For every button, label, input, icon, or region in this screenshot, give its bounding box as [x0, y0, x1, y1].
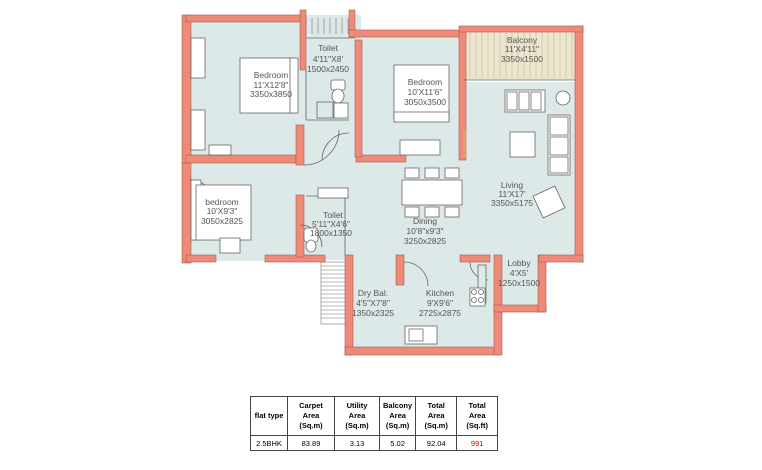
room-metric: 1250x1500: [498, 278, 540, 288]
room-dims: 10'8"x9'3": [406, 226, 443, 236]
room-dims: 10'X9'3": [207, 206, 238, 216]
table-cell: 83.89: [287, 435, 335, 451]
room-metric: 3350x3850: [250, 89, 292, 99]
room-name: Living: [501, 180, 523, 190]
room-metric: 3250x2825: [404, 236, 446, 246]
room-name: Kitchen: [426, 288, 455, 298]
table-row: 2.5BHK 83.89 3.13 5.02 92.04 991: [250, 435, 499, 451]
table-cell: 3.13: [334, 435, 380, 451]
room-name: Lobby: [507, 258, 531, 268]
room-dims: 5'11"X4'6": [312, 219, 350, 229]
room-metric: 3050x2825: [201, 216, 243, 226]
dining-table-icon: [401, 179, 463, 206]
room-name: Toilet: [318, 43, 338, 53]
room-metric: 3350x5175: [491, 198, 533, 208]
armchair-icon: [532, 185, 566, 219]
room-metric: 1500x2450: [307, 64, 349, 74]
table-cell: 2.5BHK: [250, 435, 288, 451]
room-metric: 3050x3500: [404, 97, 446, 107]
room-name: Dining: [413, 216, 437, 226]
table-cell: 5.02: [378, 435, 417, 451]
walls: [181, 9, 584, 356]
room-dims: 11'X17': [498, 189, 526, 199]
toilet-icon: [330, 79, 346, 91]
column-header: Total Area (Sq.m): [415, 396, 458, 436]
room-name: bedroom: [205, 197, 239, 207]
room-dims: 4'X5': [510, 268, 529, 278]
balcony-hatch: [469, 30, 573, 78]
column-header: Balcony Area (Sq.m): [378, 396, 417, 436]
table-header-row: flat type Carpet Area (Sq.m) Utility Are…: [250, 396, 499, 436]
floor-plan: Bedroom 11'X12'8" 3350x3850 Toilet 4'11"…: [181, 9, 584, 356]
room-dims: 4'5"X7'8": [356, 298, 390, 308]
bed-icon: [239, 57, 296, 114]
table-cell-highlight: 991: [456, 435, 499, 451]
room-metric: 3350x1500: [501, 54, 543, 64]
column-header: Carpet Area (Sq.m): [287, 396, 335, 436]
stair-hatch: [305, 18, 349, 325]
column-header: Utility Area (Sq.m): [334, 396, 380, 436]
area-table: flat type Carpet Area (Sq.m) Utility Are…: [250, 396, 499, 451]
room-name: Bedroom: [254, 70, 289, 80]
room-dims: 11'X4'11": [505, 44, 539, 54]
column-header: Total Area (Sq.ft): [456, 396, 499, 436]
room-dims: 10'X11'6": [408, 87, 443, 97]
room-metric: 2725x2875: [419, 308, 461, 318]
bed-icon: [393, 64, 450, 121]
room-metric: 1800x1350: [310, 228, 352, 238]
room-name: Bedroom: [408, 77, 443, 87]
room-dims: 9'X9'6": [427, 298, 453, 308]
room-name: Toilet: [323, 210, 343, 220]
column-header: flat type: [250, 396, 288, 436]
room-dims: 4'11"X8': [313, 54, 344, 64]
room-metric: 1350x2325: [352, 308, 394, 318]
table-cell: 92.04: [415, 435, 458, 451]
room-labels: Bedroom 11'X12'8" 3350x3850 Toilet 4'11"…: [201, 35, 543, 318]
room-dims: 11'X12'8": [254, 80, 289, 90]
room-name: Dry Bal.: [358, 288, 388, 298]
room-name: Balcony: [507, 35, 538, 45]
furniture: [190, 37, 571, 345]
